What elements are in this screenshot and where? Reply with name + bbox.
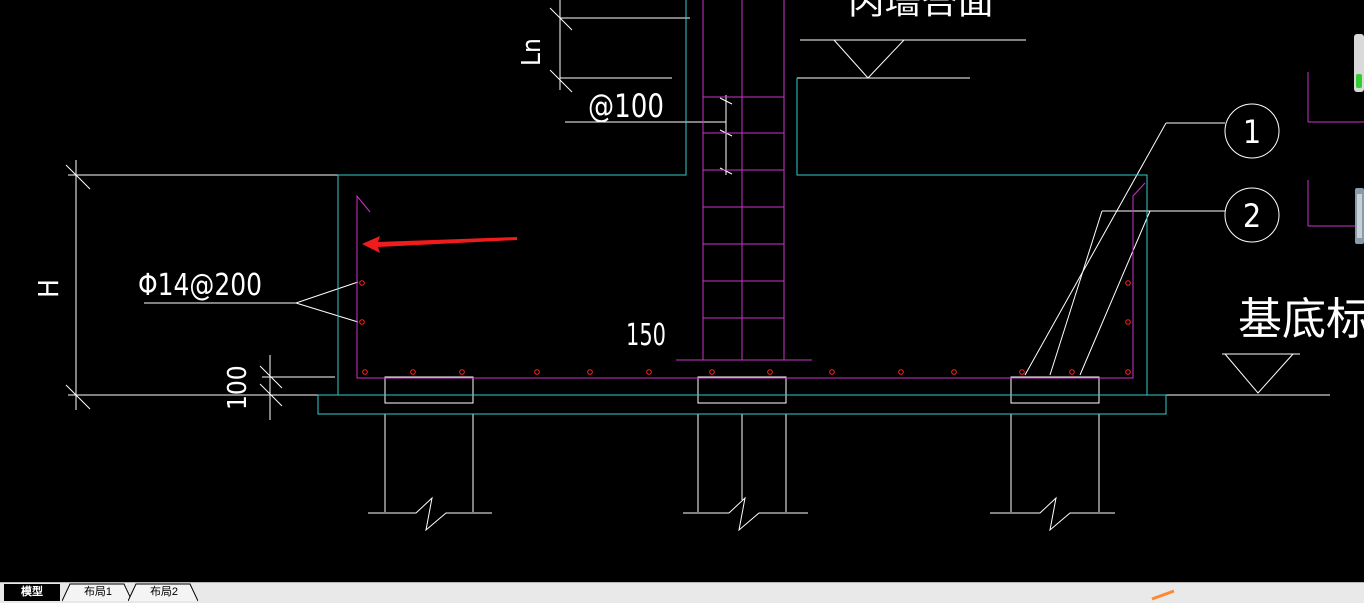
cad-drawing-canvas[interactable]: 内墙合面 Ln @100 Φ14@200 H 100 150 1 2 基底标高 [0, 0, 1364, 582]
dim-h-label: H [32, 279, 65, 298]
red-annotation-arrow [362, 236, 517, 253]
tab-layout-2[interactable]: 布局2 [149, 586, 179, 598]
spacing-label: @100 [588, 87, 664, 125]
dim-100-label: 100 [223, 365, 253, 410]
tab-model[interactable]: 模型 [4, 584, 60, 601]
dim-ln-label: Ln [517, 38, 547, 66]
callout-2-label: 2 [1243, 197, 1261, 235]
magenta-linework [356, 0, 1364, 379]
tab-outline-2 [128, 583, 198, 602]
tab-outline-1 [62, 583, 132, 602]
pile-middle [683, 414, 808, 532]
tab-layout-1[interactable]: 布局1 [83, 586, 113, 598]
side-scroll-widget[interactable] [1354, 34, 1364, 92]
orange-mark-icon [1151, 589, 1175, 601]
side-nav-widget[interactable] [1355, 188, 1364, 244]
rebar-dots [359, 280, 1131, 375]
rebar-label: Φ14@200 [138, 268, 262, 303]
top-partial-text: 内墙合面 [848, 0, 994, 22]
pile-left [368, 414, 492, 532]
layout-tab-bar: 模型 布局1 布局2 [0, 582, 1364, 603]
pile-right [990, 414, 1115, 532]
callout-1-label: 1 [1243, 113, 1261, 151]
base-elevation-label: 基底标高 [1238, 294, 1364, 345]
cyan-linework [317, 0, 1167, 415]
white-linework [65, 0, 1330, 532]
dim-150-label: 150 [626, 318, 666, 353]
